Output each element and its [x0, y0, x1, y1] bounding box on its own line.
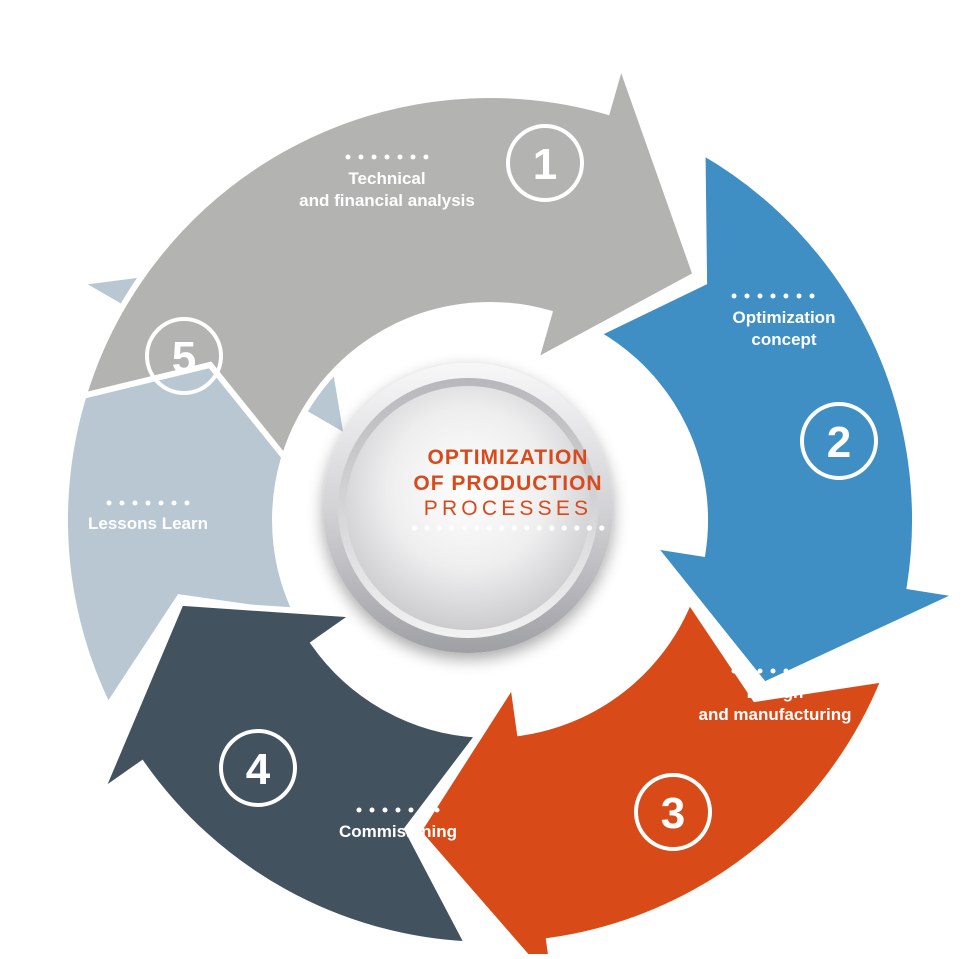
- dot: [395, 807, 401, 813]
- step-5-label-line1: Lessons Learn: [88, 514, 208, 533]
- step-1-label-line2: and financial analysis: [299, 191, 475, 210]
- step-4-label-line1: Commisioning: [339, 822, 457, 841]
- dot: [424, 525, 430, 531]
- center-dot-row: [411, 525, 605, 531]
- dot: [171, 500, 177, 506]
- dot: [731, 293, 737, 299]
- step-5-badge: 5: [145, 317, 223, 395]
- dot: [421, 807, 427, 813]
- dot: [132, 500, 138, 506]
- dot: [574, 525, 580, 531]
- step-5-dots: [106, 500, 190, 506]
- step-2-arrow: [591, 146, 970, 689]
- dot: [382, 807, 388, 813]
- step-2-label-line1: Optimization: [733, 308, 836, 327]
- dot: [796, 668, 802, 674]
- dot: [449, 525, 455, 531]
- step-2-badge: 2: [800, 402, 878, 480]
- step-1-dots: [345, 154, 429, 160]
- dot: [423, 154, 429, 160]
- dot: [731, 668, 737, 674]
- dot: [486, 525, 492, 531]
- step-2-number: 2: [827, 418, 851, 467]
- step-4-dots: [356, 807, 440, 813]
- dot: [358, 154, 364, 160]
- dot: [524, 525, 530, 531]
- dot: [461, 525, 467, 531]
- step-1-arrow: [79, 53, 700, 464]
- dot: [410, 154, 416, 160]
- center-title-line3: PROCESSES: [424, 497, 593, 520]
- dot: [783, 668, 789, 674]
- step-2-label-line2: concept: [751, 330, 817, 349]
- dot: [369, 807, 375, 813]
- dot: [809, 293, 815, 299]
- step-4-badge: 4: [219, 729, 297, 807]
- dot: [119, 500, 125, 506]
- dot: [599, 525, 605, 531]
- step-4-number: 4: [246, 745, 271, 794]
- dot: [511, 525, 517, 531]
- dot: [411, 525, 417, 531]
- dot: [809, 668, 815, 674]
- dot: [499, 525, 505, 531]
- step-2-dots: [731, 293, 815, 299]
- dot: [757, 293, 763, 299]
- step-1-number: 1: [533, 140, 557, 189]
- step-3-arrow: [414, 594, 889, 959]
- dot: [434, 807, 440, 813]
- dot: [408, 807, 414, 813]
- dot: [744, 668, 750, 674]
- dot: [145, 500, 151, 506]
- step-5-number: 5: [172, 333, 196, 382]
- dot: [536, 525, 542, 531]
- dot: [770, 668, 776, 674]
- step-3-dots: [731, 668, 815, 674]
- dot: [549, 525, 555, 531]
- step-3-label-line2: and manufacturing: [698, 705, 851, 724]
- step-1-badge: 1: [506, 124, 584, 202]
- dot: [184, 500, 190, 506]
- dot: [770, 293, 776, 299]
- dot: [106, 500, 112, 506]
- dot: [345, 154, 351, 160]
- step-3-number: 3: [661, 789, 685, 838]
- dot: [436, 525, 442, 531]
- center-disc: [323, 363, 613, 653]
- dot: [796, 293, 802, 299]
- dot: [561, 525, 567, 531]
- step-4-arrow: [94, 599, 485, 948]
- center-title-line2: OF PRODUCTION: [413, 472, 602, 495]
- dot: [783, 293, 789, 299]
- dot: [586, 525, 592, 531]
- arrow-segments: [62, 53, 970, 959]
- center-title-line1: OPTIMIZATION: [428, 446, 589, 469]
- dot: [397, 154, 403, 160]
- dot: [474, 525, 480, 531]
- dot: [744, 293, 750, 299]
- step-1-label-line1: Technical: [348, 169, 425, 188]
- dot: [384, 154, 390, 160]
- dot: [757, 668, 763, 674]
- step-3-label-line1: Design: [747, 683, 804, 702]
- dot: [356, 807, 362, 813]
- dot: [371, 154, 377, 160]
- step-3-badge: 3: [634, 773, 712, 851]
- dot: [158, 500, 164, 506]
